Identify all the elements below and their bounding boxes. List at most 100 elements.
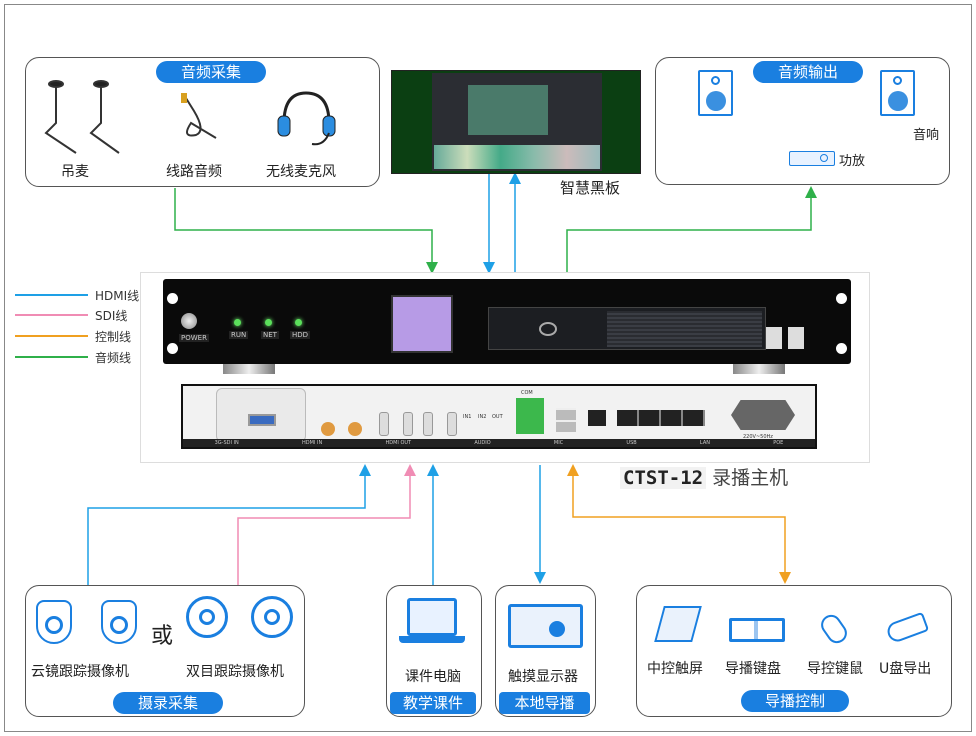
item-keyboard-mouse: 导控键鼠 bbox=[807, 661, 863, 677]
item-touch-display: 触摸显示器 bbox=[508, 669, 578, 685]
rear-label-hdmi-in: HDMI IN bbox=[302, 440, 323, 446]
item-director-keyboard: 导播键盘 bbox=[725, 661, 781, 677]
director-keyboard-icon bbox=[729, 618, 785, 642]
binocular-camera-icon-2 bbox=[251, 596, 293, 638]
control-wire bbox=[567, 464, 791, 584]
capture-title: 摄录采集 bbox=[113, 692, 223, 714]
or-label: 或 bbox=[151, 624, 174, 649]
blackboard-label: 智慧黑板 bbox=[560, 179, 621, 197]
local-director-title: 本地导播 bbox=[499, 692, 590, 714]
legend-control: 控制线 bbox=[95, 330, 132, 344]
director-control-title: 导播控制 bbox=[741, 690, 849, 712]
audio-input-title: 音频采集 bbox=[156, 61, 266, 83]
ptz-camera-icon bbox=[36, 600, 72, 644]
audio-output-group: 音频输出 音响 功放 bbox=[655, 57, 950, 185]
hdmi-out-1 bbox=[423, 412, 433, 436]
hdmi-legend-line bbox=[15, 294, 88, 296]
touch-display-icon bbox=[508, 604, 583, 648]
front-display bbox=[391, 295, 453, 353]
front-usb-ports bbox=[766, 327, 806, 349]
host-model: CTST-12 bbox=[620, 467, 707, 489]
sdi-port-2 bbox=[348, 422, 362, 436]
net-led bbox=[265, 319, 272, 326]
audio-out-label: OUT bbox=[492, 414, 503, 420]
control-touchscreen-icon bbox=[654, 606, 702, 642]
hdmi-in-1 bbox=[379, 412, 389, 436]
rear-label-strip: 3G-SDI IN HDMI IN HDMI OUT AUDIO MIC USB… bbox=[183, 439, 815, 447]
led-hdd-label: HDD bbox=[290, 331, 311, 339]
audio-out-wire bbox=[566, 186, 817, 272]
capture-group: 或 云镜跟踪摄像机 双目跟踪摄像机 摄录采集 bbox=[25, 585, 305, 717]
vga-port bbox=[248, 414, 276, 426]
item-ptz-camera: 云镜跟踪摄像机 bbox=[31, 664, 129, 680]
sdi-port-1 bbox=[321, 422, 335, 436]
drive-bay bbox=[488, 307, 766, 350]
speaker-label: 音响 bbox=[913, 128, 940, 143]
local-director-group: 触摸显示器 本地导播 bbox=[495, 585, 596, 717]
recording-host: POWER RUN NET HDD IN1 IN2 OUT COM 220V~5… bbox=[140, 272, 870, 463]
hdd-led bbox=[295, 319, 302, 326]
rear-label-sdi: 3G-SDI IN bbox=[214, 440, 239, 446]
ptz-camera-icon-2 bbox=[101, 600, 137, 644]
audio-input-group: 音频采集 吊麦 线路音频 无线麦克风 bbox=[25, 57, 380, 187]
control-legend-line bbox=[15, 335, 88, 337]
usb-drive-icon bbox=[884, 611, 930, 645]
audio-in-wire bbox=[174, 188, 438, 274]
front-panel: POWER RUN NET HDD bbox=[163, 279, 851, 364]
host-suffix: 录播主机 bbox=[712, 467, 789, 489]
rear-label-usb: USB bbox=[626, 440, 637, 446]
rear-label-hdmi-out: HDMI OUT bbox=[385, 440, 412, 446]
com-label: COM bbox=[521, 390, 533, 396]
cam2-sdi-wire bbox=[237, 464, 416, 586]
led-run-label: RUN bbox=[229, 331, 249, 339]
hdmi-out-2 bbox=[447, 412, 457, 436]
mouse-icon bbox=[817, 610, 851, 648]
smart-blackboard bbox=[391, 70, 641, 174]
power-label: POWER bbox=[179, 334, 209, 342]
host-title: CTST-12 录播主机 bbox=[620, 463, 788, 490]
audio-output-title: 音频输出 bbox=[753, 61, 863, 83]
laptop-icon bbox=[407, 598, 457, 636]
amplifier-label: 功放 bbox=[839, 154, 866, 169]
cam1-hdmi-wire bbox=[87, 464, 371, 586]
power-button[interactable] bbox=[181, 313, 197, 329]
rear-usb-ports bbox=[556, 408, 576, 432]
run-led bbox=[234, 319, 241, 326]
rear-panel: IN1 IN2 OUT COM 220V~50Hz 3G-SDI IN HDMI… bbox=[181, 384, 817, 449]
hdmi-in-2 bbox=[403, 412, 413, 436]
director-control-group: 中控触屏 导播键盘 导控键鼠 U盘导出 导播控制 bbox=[636, 585, 952, 717]
blackboard-screen bbox=[432, 73, 602, 171]
item-usb-export: U盘导出 bbox=[879, 661, 932, 677]
legend-sdi: SDI线 bbox=[95, 309, 128, 323]
rear-label-audio: AUDIO bbox=[474, 440, 491, 446]
speaker-left-icon bbox=[698, 70, 733, 116]
wireless-headset-icon bbox=[277, 91, 336, 146]
audio-cable-icon bbox=[181, 93, 217, 139]
lan-port bbox=[588, 410, 606, 426]
audio-in1-label: IN1 bbox=[463, 414, 472, 420]
amplifier-icon bbox=[789, 151, 835, 166]
com-terminal bbox=[516, 398, 544, 434]
item-binocular-camera: 双目跟踪摄像机 bbox=[186, 664, 284, 680]
item-wireless-mic: 无线麦克风 bbox=[266, 164, 336, 180]
power-rating: 220V~50Hz bbox=[743, 434, 773, 440]
audio-in2-label: IN2 bbox=[478, 414, 487, 420]
legend-audio: 音频线 bbox=[95, 351, 132, 365]
power-socket bbox=[731, 400, 795, 430]
rear-label-lan: LAN bbox=[699, 440, 710, 446]
item-hanging-mic: 吊麦 bbox=[61, 164, 89, 180]
speaker-right-icon bbox=[880, 70, 915, 116]
courseware-group: 课件电脑 教学课件 bbox=[386, 585, 482, 717]
hanging-mic-icon bbox=[44, 80, 120, 154]
led-net-label: NET bbox=[261, 331, 279, 339]
item-courseware-pc: 课件电脑 bbox=[405, 669, 461, 685]
rear-label-poe: POE bbox=[773, 440, 784, 446]
item-line-audio: 线路音频 bbox=[166, 164, 222, 180]
rear-label-mic: MIC bbox=[553, 440, 564, 446]
diagram-frame bbox=[4, 4, 972, 732]
legend-hdmi: HDMI线 bbox=[95, 289, 140, 303]
binocular-camera-icon bbox=[186, 596, 228, 638]
item-control-touchscreen: 中控触屏 bbox=[647, 661, 703, 677]
courseware-title: 教学课件 bbox=[390, 692, 476, 714]
audio-legend-line bbox=[15, 356, 88, 358]
